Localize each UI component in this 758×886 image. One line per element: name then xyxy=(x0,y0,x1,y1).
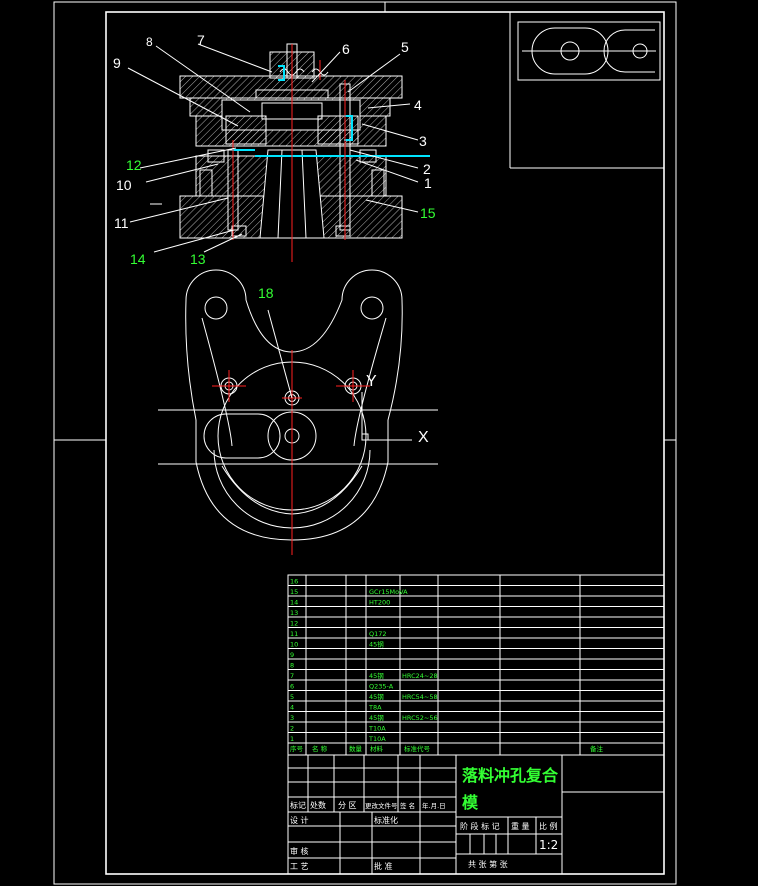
bom-cell-no: 15 xyxy=(290,588,298,596)
bom-header-no: 序号 xyxy=(290,744,304,753)
bom-cell-no: 1 xyxy=(290,735,294,743)
leader-lines xyxy=(127,43,419,253)
tb-review: 审 核 xyxy=(290,846,309,856)
bom-cell-remark: HRC54~58 xyxy=(402,693,438,701)
bom-cell-no: 12 xyxy=(290,620,298,628)
bom-cell-no: 6 xyxy=(290,683,294,691)
tb-count: 处数 xyxy=(310,800,326,810)
bom-cell-material: GCr15MoVA xyxy=(369,588,408,596)
tb-scale: 1:2 xyxy=(539,838,558,852)
bom-cell-no: 16 xyxy=(290,578,298,586)
callout-10: 10 xyxy=(116,177,132,193)
callout-9: 9 xyxy=(113,55,121,71)
drawing-title-line1: 落料冲孔复合 xyxy=(462,766,559,785)
bom-header-std: 标准代号 xyxy=(404,744,431,753)
bom-cell-no: 3 xyxy=(290,714,294,722)
x-axis-label: X xyxy=(418,429,429,446)
callout-7: 7 xyxy=(197,32,205,48)
bom-cell-material: 45钢 xyxy=(369,641,384,649)
tb-stage: 阶 段 标 记 xyxy=(460,821,500,831)
bom-cell-material: Q172 xyxy=(369,630,387,638)
bom-cell-no: 14 xyxy=(290,599,298,607)
callout-8: 8 xyxy=(146,35,153,49)
bom-cell-no: 8 xyxy=(290,662,294,670)
bom-cell-no: 11 xyxy=(290,630,298,638)
bom-header-material: 材料 xyxy=(370,744,384,753)
callout-13: 13 xyxy=(190,251,206,267)
tb-design: 设 计 xyxy=(290,815,309,825)
bom-cell-no: 7 xyxy=(290,672,294,680)
tb-doc: 更改文件号 xyxy=(365,801,398,810)
bom-cell-remark: HRC52~56 xyxy=(402,714,438,722)
bom-cell-no: 5 xyxy=(290,693,294,701)
bom-header-remark: 备注 xyxy=(590,744,604,753)
title-block xyxy=(287,754,665,875)
callout-2: 2 xyxy=(423,161,431,177)
tb-sign: 签 名 xyxy=(400,801,415,810)
strip-layout xyxy=(509,12,664,169)
bom-cell-no: 9 xyxy=(290,651,294,659)
bom-cell-material: T10A xyxy=(368,725,386,733)
callout-4: 4 xyxy=(414,97,422,113)
bom-cell-material: HT200 xyxy=(369,599,390,607)
bom-header-name: 名 称 xyxy=(312,744,328,753)
bom-cell-material: T8A xyxy=(368,704,382,712)
tb-approve: 批 准 xyxy=(374,861,393,871)
callout-14: 14 xyxy=(130,251,146,267)
bom-cell-remark: HRC24~28 xyxy=(402,672,438,680)
callout-5: 5 xyxy=(401,39,409,55)
bom-cell-no: 4 xyxy=(290,704,294,712)
bom-cell-no: 2 xyxy=(290,725,294,733)
drawing-title-line2: 模 xyxy=(462,793,479,812)
tb-standard: 标准化 xyxy=(374,815,398,825)
tb-date: 年.月.日 xyxy=(422,801,446,810)
bom-cell-material: 45钢 xyxy=(369,693,384,701)
bom-header-qty: 数量 xyxy=(349,744,363,753)
bom-cell-material: T10A xyxy=(368,735,386,743)
y-axis-label: Y xyxy=(366,373,377,390)
outer-border xyxy=(53,1,677,885)
tb-scale-label: 比 例 xyxy=(539,821,558,831)
bom-cell-material: 45钢 xyxy=(369,672,384,680)
die-plan-view xyxy=(158,269,438,555)
bom-cell-material: Q235-A xyxy=(369,683,394,691)
callout-3: 3 xyxy=(419,133,427,149)
callout-12: 12 xyxy=(126,157,142,173)
callout-18: 18 xyxy=(258,285,274,301)
die-section-view xyxy=(150,43,430,262)
bom-cell-no: 10 xyxy=(290,641,298,649)
callout-1: 1 xyxy=(424,175,432,191)
tb-mark: 标记 xyxy=(290,800,306,810)
tb-sheets: 共 张 第 张 xyxy=(468,859,508,869)
tb-weight: 重 量 xyxy=(511,821,530,831)
bom-cell-no: 13 xyxy=(290,609,298,617)
bom-cell-material: 45钢 xyxy=(369,714,384,722)
callout-6: 6 xyxy=(342,41,350,57)
callout-15: 15 xyxy=(420,205,436,221)
tb-zone: 分 区 xyxy=(338,801,357,810)
callout-11: 11 xyxy=(114,215,129,231)
tb-process: 工 艺 xyxy=(290,862,309,871)
